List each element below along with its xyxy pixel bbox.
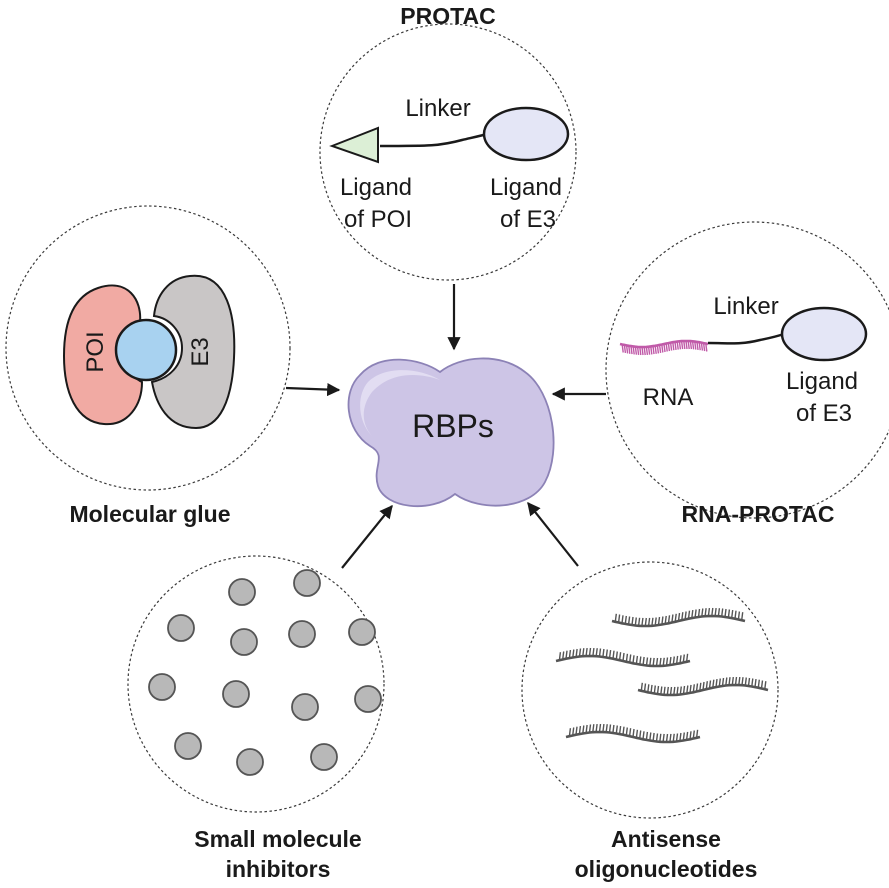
small-molecules — [148, 569, 382, 776]
protac-linker-label: Linker — [405, 95, 470, 122]
small-molecule-dot — [167, 614, 195, 642]
rna-protac-linker-label: Linker — [713, 293, 778, 320]
arrow-small-molecule-to-rbps — [341, 504, 393, 569]
molecular-glue-title: Molecular glue — [69, 501, 230, 527]
protac-circle — [319, 23, 577, 281]
protac-ligand-e3-line1: Ligand — [490, 174, 562, 201]
small-molecule-dot — [228, 578, 256, 606]
small-molecule-title-line2: inhibitors — [226, 856, 331, 882]
e3-label: E3 — [187, 337, 214, 366]
arrow-glue-to-rbps — [285, 382, 341, 397]
small-molecule-dot — [230, 628, 258, 656]
small-molecule-dot — [174, 732, 202, 760]
molecular-glue-circle — [5, 205, 291, 491]
antisense-group: Antisense oligonucleotides — [521, 561, 779, 882]
rna-protac-linker-line — [707, 332, 785, 345]
small-molecule-dot — [310, 743, 338, 771]
protac-ligand-poi-line1: Ligand — [340, 174, 412, 201]
small-molecule-dot — [354, 685, 382, 713]
rbps-blob — [347, 357, 555, 507]
rna-protac-circle — [605, 221, 889, 519]
small-molecule-dot — [291, 693, 319, 721]
rbps-node: RBPs — [347, 357, 555, 507]
small-molecule-dot — [148, 673, 176, 701]
e3-protein-shape — [150, 274, 236, 430]
oligo-strand-3 — [637, 676, 769, 697]
e3-ligand-ellipse — [482, 106, 570, 162]
oligo-strand-2 — [555, 647, 691, 668]
oligonucleotide-strands — [555, 607, 769, 744]
antisense-title-line1: Antisense — [611, 826, 721, 852]
small-molecule-dot — [288, 620, 316, 648]
protac-ligand-e3-line2: of E3 — [500, 206, 556, 233]
small-molecule-title-line1: Small molecule — [194, 826, 361, 852]
small-molecule-circle — [127, 555, 385, 813]
arrow-antisense-to-rbps — [527, 501, 579, 567]
small-molecule-dot — [348, 618, 376, 646]
poi-ligand-triangle — [329, 126, 379, 164]
poi-label: POI — [82, 331, 109, 372]
rbps-blob-highlight — [360, 370, 440, 436]
rna-protac-ligand-e3-line2: of E3 — [796, 400, 852, 427]
molecular-glue-group: POI E3 Molecular glue — [5, 205, 291, 527]
protac-group: PROTAC Linker Ligand of POI Ligand of E3 — [319, 3, 577, 281]
antisense-circle — [521, 561, 779, 819]
oligo-strand-1 — [611, 607, 746, 628]
rna-protac-e3-ligand-ellipse — [780, 306, 868, 362]
protac-ligand-poi-line2: of POI — [344, 206, 412, 233]
rbps-label: RBPs — [412, 408, 494, 444]
small-molecule-dot — [236, 748, 264, 776]
oligo-strand-4 — [565, 723, 701, 744]
rna-strand-path — [619, 339, 709, 356]
protac-title: PROTAC — [400, 3, 495, 29]
antisense-title-line2: oligonucleotides — [575, 856, 758, 882]
small-molecule-group: Small molecule inhibitors — [127, 555, 385, 882]
rna-strand — [619, 339, 709, 356]
glue-molecule — [114, 318, 178, 382]
small-molecule-dot — [222, 680, 250, 708]
rna-protac-ligand-e3-line1: Ligand — [786, 368, 858, 395]
small-molecule-dot — [293, 569, 321, 597]
rna-protac-title: RNA-PROTAC — [682, 501, 835, 527]
rna-protac-group: Linker RNA Ligand of E3 RNA-PROTAC — [605, 221, 889, 527]
protac-linker-line — [379, 132, 488, 148]
rna-label: RNA — [643, 384, 694, 411]
